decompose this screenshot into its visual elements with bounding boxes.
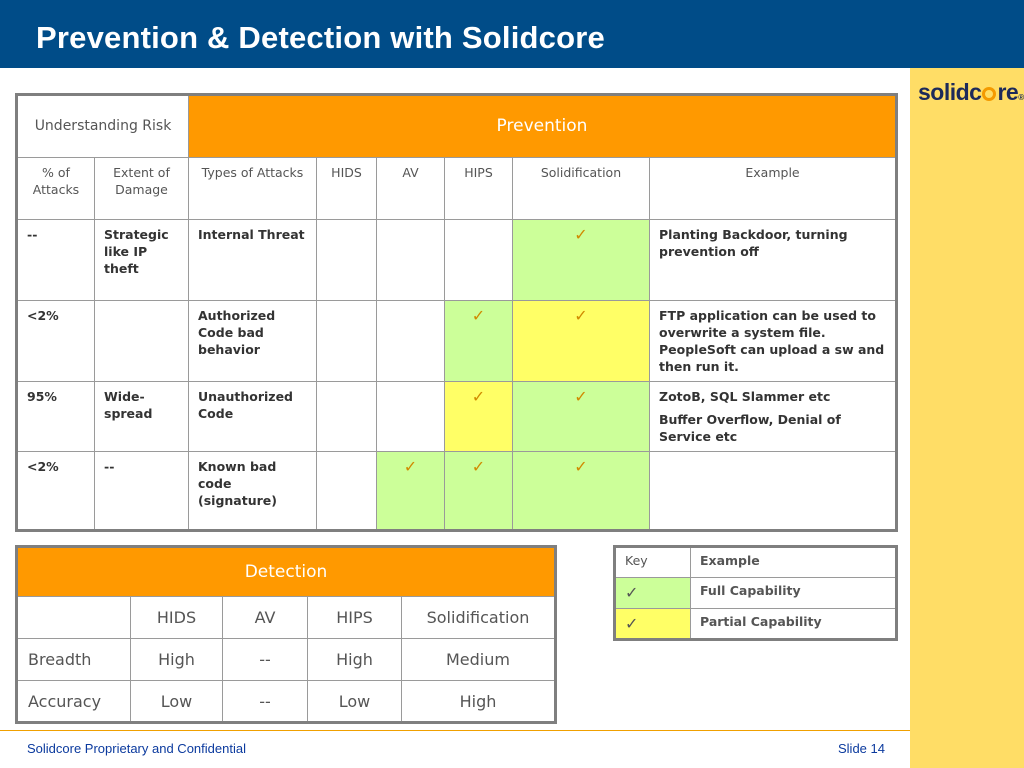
pct-cell: -- bbox=[16, 219, 95, 301]
table-row: Breadth High -- High Medium bbox=[16, 638, 556, 681]
hids-cell bbox=[316, 300, 377, 382]
key-header: Example bbox=[690, 546, 897, 578]
footer-divider bbox=[0, 730, 910, 731]
slide-title: Prevention & Detection with Solidcore bbox=[36, 20, 605, 55]
table-cell: Medium bbox=[401, 638, 556, 681]
checkmark-icon: ✓ bbox=[471, 387, 486, 406]
hids-cell bbox=[316, 451, 377, 531]
column-header-row: % of Attacks Extent of Damage Types of A… bbox=[16, 157, 897, 220]
av-cell bbox=[376, 381, 445, 452]
attack-type-cell: Unauthorized Code bbox=[188, 381, 317, 452]
column-header: AV bbox=[222, 596, 308, 639]
column-header: Solidification bbox=[512, 157, 650, 220]
solidification-cell: ✓ bbox=[512, 219, 650, 301]
table-cell: High bbox=[401, 680, 556, 723]
checkmark-icon: ✓ bbox=[574, 387, 588, 406]
av-cell bbox=[376, 219, 445, 301]
prevention-table: Understanding Risk Prevention % of Attac… bbox=[15, 93, 898, 532]
example-cell: Planting Backdoor, turning prevention of… bbox=[649, 219, 897, 301]
table-row: Accuracy Low -- Low High bbox=[16, 680, 556, 723]
example-line: Buffer Overflow, Denial of Service etc bbox=[659, 412, 841, 444]
prevention-header: Prevention bbox=[188, 94, 897, 158]
detection-column-header-row: HIDS AV HIPS Solidification bbox=[16, 596, 556, 639]
column-header: Solidification bbox=[401, 596, 556, 639]
checkmark-icon: ✓ bbox=[574, 225, 588, 244]
key-swatch-full: ✓ bbox=[614, 577, 691, 609]
table-row: <2% -- Known bad code (signature) ✓ ✓ ✓ bbox=[16, 451, 897, 531]
column-header: Extent of Damage bbox=[94, 157, 189, 220]
hips-cell: ✓ bbox=[444, 381, 513, 452]
column-header: HIDS bbox=[130, 596, 223, 639]
example-cell: FTP application can be used to overwrite… bbox=[649, 300, 897, 382]
slide-number: Slide 14 bbox=[838, 741, 885, 756]
checkmark-icon: ✓ bbox=[625, 583, 639, 602]
row-label: Accuracy bbox=[16, 680, 131, 723]
table-cell: High bbox=[130, 638, 223, 681]
solidification-cell: ✓ bbox=[512, 300, 650, 382]
table-cell: Low bbox=[130, 680, 223, 723]
hips-cell bbox=[444, 219, 513, 301]
example-cell: ZotoB, SQL Slammer etc Buffer Overflow, … bbox=[649, 381, 897, 452]
table-cell: Low bbox=[307, 680, 402, 723]
extent-cell: Wide-spread bbox=[94, 381, 189, 452]
hips-cell: ✓ bbox=[444, 300, 513, 382]
table-row: <2% Authorized Code bad behavior ✓ ✓ FTP… bbox=[16, 300, 897, 382]
logo-ring-icon bbox=[982, 87, 997, 101]
column-header: HIDS bbox=[316, 157, 377, 220]
av-cell: ✓ bbox=[376, 451, 445, 531]
key-row: ✓ Full Capability bbox=[614, 577, 897, 609]
key-header-row: Key Example bbox=[614, 546, 897, 578]
table-cell: -- bbox=[222, 638, 308, 681]
checkmark-icon: ✓ bbox=[574, 306, 588, 325]
understanding-risk-header: Understanding Risk bbox=[16, 94, 189, 158]
detection-header: Detection bbox=[16, 546, 556, 597]
example-cell bbox=[649, 451, 897, 531]
checkmark-icon: ✓ bbox=[574, 457, 588, 476]
attack-type-cell: Known bad code (signature) bbox=[188, 451, 317, 531]
row-label: Breadth bbox=[16, 638, 131, 681]
attack-type-cell: Authorized Code bad behavior bbox=[188, 300, 317, 382]
hips-cell: ✓ bbox=[444, 451, 513, 531]
pct-cell: 95% bbox=[16, 381, 95, 452]
column-header: HIPS bbox=[307, 596, 402, 639]
column-header: Example bbox=[649, 157, 897, 220]
example-line: ZotoB, SQL Slammer etc bbox=[659, 389, 831, 404]
key-label: Partial Capability bbox=[690, 608, 897, 640]
table-cell: High bbox=[307, 638, 402, 681]
key-header: Key bbox=[614, 546, 691, 578]
extent-cell bbox=[94, 300, 189, 382]
checkmark-icon: ✓ bbox=[403, 457, 418, 476]
solidification-cell: ✓ bbox=[512, 451, 650, 531]
pct-cell: <2% bbox=[16, 300, 95, 382]
checkmark-icon: ✓ bbox=[625, 614, 639, 633]
key-label: Full Capability bbox=[690, 577, 897, 609]
column-header bbox=[16, 596, 131, 639]
solidification-cell: ✓ bbox=[512, 381, 650, 452]
key-table: Key Example ✓ Full Capability ✓ Partial … bbox=[613, 545, 898, 641]
column-header: AV bbox=[376, 157, 445, 220]
column-header: Types of Attacks bbox=[188, 157, 317, 220]
title-bar: Prevention & Detection with Solidcore bbox=[0, 0, 1024, 68]
side-strip bbox=[910, 68, 1024, 768]
column-header: % of Attacks bbox=[16, 157, 95, 220]
hids-cell bbox=[316, 381, 377, 452]
extent-cell: -- bbox=[94, 451, 189, 531]
pct-cell: <2% bbox=[16, 451, 95, 531]
table-row: 95% Wide-spread Unauthorized Code ✓ ✓ Zo… bbox=[16, 381, 897, 452]
extent-cell: Strategic like IP theft bbox=[94, 219, 189, 301]
column-header: HIPS bbox=[444, 157, 513, 220]
key-swatch-partial: ✓ bbox=[614, 608, 691, 640]
av-cell bbox=[376, 300, 445, 382]
checkmark-icon: ✓ bbox=[471, 306, 486, 325]
hids-cell bbox=[316, 219, 377, 301]
detection-table: Detection HIDS AV HIPS Solidification Br… bbox=[15, 545, 557, 724]
table-cell: -- bbox=[222, 680, 308, 723]
key-row: ✓ Partial Capability bbox=[614, 608, 897, 640]
attack-type-cell: Internal Threat bbox=[188, 219, 317, 301]
table-row: -- Strategic like IP theft Internal Thre… bbox=[16, 219, 897, 301]
checkmark-icon: ✓ bbox=[471, 457, 486, 476]
footer-confidential: Solidcore Proprietary and Confidential bbox=[27, 741, 246, 756]
